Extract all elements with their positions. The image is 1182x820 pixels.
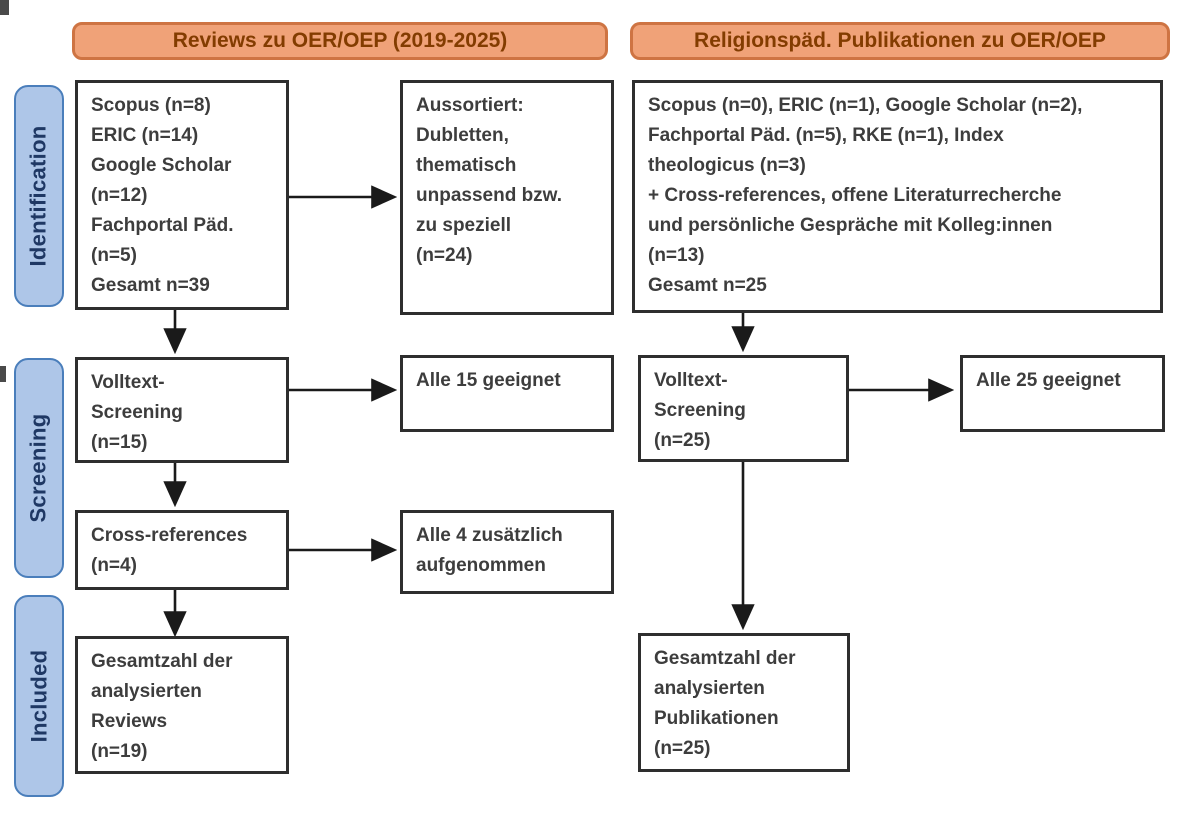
box-sources-left: Scopus (n=8) ERIC (n=14) Google Scholar … [75, 80, 289, 310]
stage-label-identification-text: Identification [26, 125, 51, 267]
box-eligible-right: Alle 25 geeignet [960, 355, 1165, 432]
stage-label-screening: Screening [14, 358, 64, 578]
box-fulltext-screening-left: Volltext- Screening (n=15) [75, 357, 289, 463]
box-excluded-left: Aussortiert: Dubletten, thematisch unpas… [400, 80, 614, 315]
box-total-included-left: Gesamtzahl der analysierten Reviews (n=1… [75, 636, 289, 774]
stage-label-included-text: Included [26, 649, 52, 743]
scan-artifact-top-left [0, 0, 9, 15]
box-added-left: Alle 4 zusätzlich aufgenommen [400, 510, 614, 594]
box-sources-right: Scopus (n=0), ERIC (n=1), Google Scholar… [632, 80, 1163, 313]
stage-label-included: Included [14, 595, 64, 797]
box-total-included-right: Gesamtzahl der analysierten Publikatione… [638, 633, 850, 772]
box-fulltext-screening-right: Volltext- Screening (n=25) [638, 355, 849, 462]
stage-label-identification: Identification [14, 85, 64, 307]
stage-label-screening-text: Screening [26, 413, 52, 523]
box-crossref-left: Cross-references (n=4) [75, 510, 289, 590]
column-header-religionspaed: Religionspäd. Publikationen zu OER/OEP [630, 22, 1170, 60]
scan-artifact-left-edge [0, 366, 6, 382]
column-header-reviews: Reviews zu OER/OEP (2019-2025) [72, 22, 608, 60]
box-eligible-left: Alle 15 geeignet [400, 355, 614, 432]
